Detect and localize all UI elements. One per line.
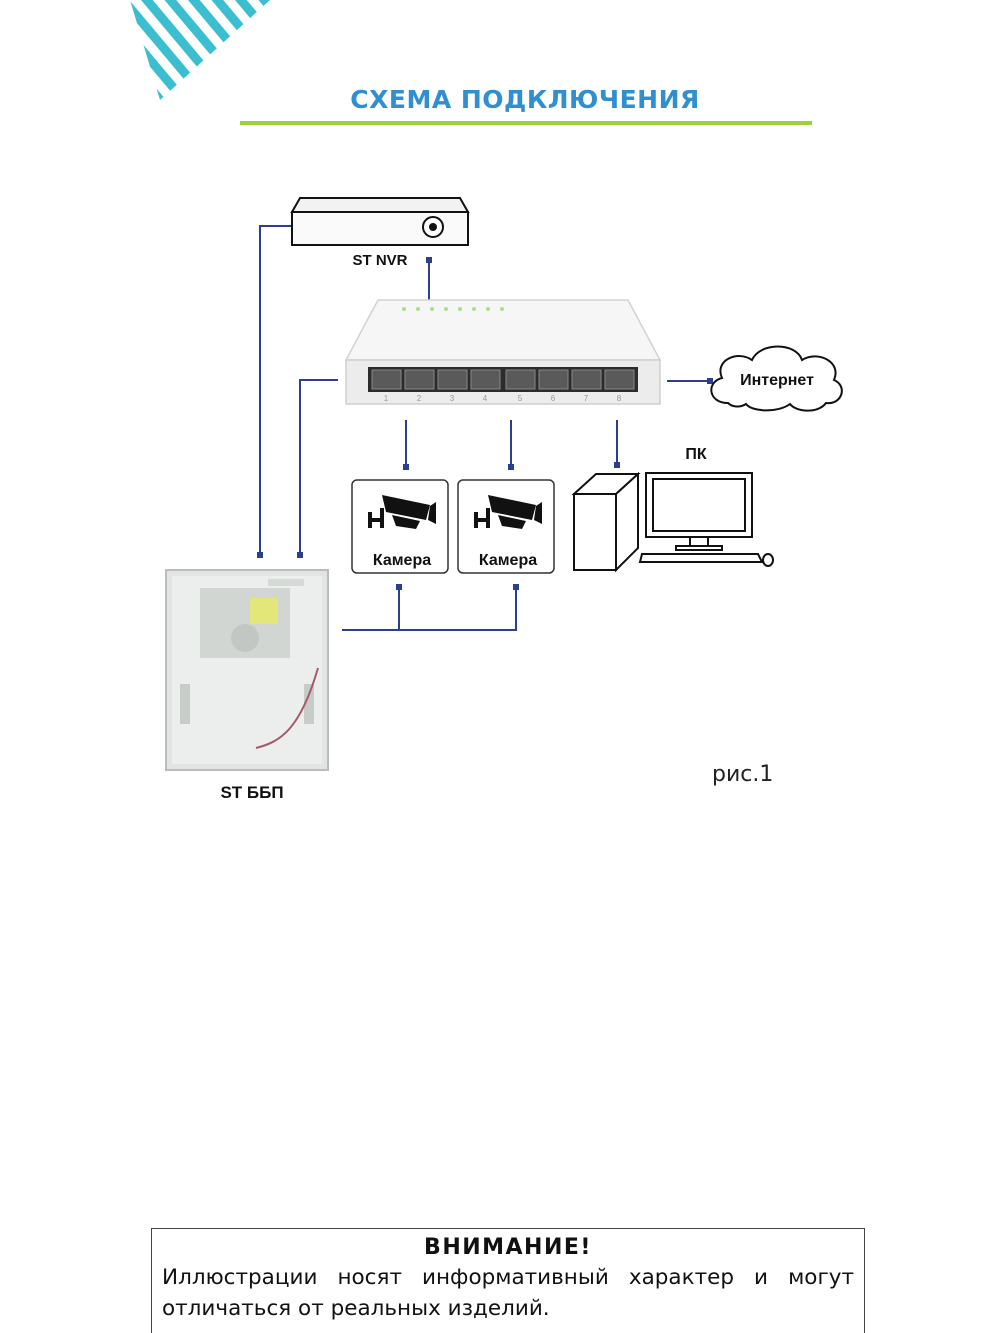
pc-icon bbox=[571, 471, 774, 573]
switch-ports bbox=[371, 369, 635, 390]
svg-text:4: 4 bbox=[483, 394, 488, 403]
notice-text: Иллюстрации носят информативный характер… bbox=[162, 1265, 854, 1321]
power-supply-box bbox=[165, 569, 329, 771]
cloud-icon bbox=[710, 345, 843, 412]
svg-text:1: 1 bbox=[384, 394, 389, 403]
cctv-camera-icon bbox=[368, 495, 436, 529]
psu-label: ST ББП bbox=[220, 783, 283, 802]
svg-text:5: 5 bbox=[518, 394, 523, 403]
camera-2-box: Камера bbox=[457, 479, 555, 574]
svg-text:8: 8 bbox=[617, 394, 622, 403]
notice-box: ВНИМАНИЕ! Иллюстрации носят информативны… bbox=[151, 1228, 865, 1333]
nvr-label: ST NVR bbox=[352, 252, 407, 269]
switch-leds bbox=[402, 307, 504, 311]
pc-label: ПК bbox=[685, 446, 707, 463]
decorative-stripes bbox=[130, 0, 270, 100]
svg-text:3: 3 bbox=[450, 394, 455, 403]
wire-psu-switch bbox=[299, 379, 338, 555]
switch-port-numbers: 1 2 3 4 5 6 7 8 bbox=[384, 394, 622, 403]
cctv-camera-icon bbox=[474, 495, 542, 529]
wire-psu-nvr bbox=[259, 225, 292, 555]
title-underline bbox=[240, 121, 812, 125]
notice-title: ВНИМАНИЕ! bbox=[424, 1235, 592, 1260]
internet-label: Интернет bbox=[740, 372, 814, 389]
wires bbox=[259, 225, 710, 631]
camera-2-label: Камера bbox=[479, 552, 537, 569]
svg-text:7: 7 bbox=[584, 394, 589, 403]
network-switch: 1 2 3 4 5 6 7 8 bbox=[344, 299, 662, 405]
camera-1-label: Камера bbox=[373, 552, 431, 569]
camera-1-box: Камера bbox=[351, 479, 449, 574]
figure-caption: рис.1 bbox=[712, 762, 774, 787]
svg-text:6: 6 bbox=[551, 394, 556, 403]
nvr-device bbox=[290, 197, 470, 246]
wire-terminals bbox=[257, 257, 713, 590]
wire-psu-cameras bbox=[342, 586, 517, 631]
page-title: СХЕМА ПОДКЛЮЧЕНИЯ bbox=[350, 85, 700, 114]
svg-text:2: 2 bbox=[417, 394, 422, 403]
